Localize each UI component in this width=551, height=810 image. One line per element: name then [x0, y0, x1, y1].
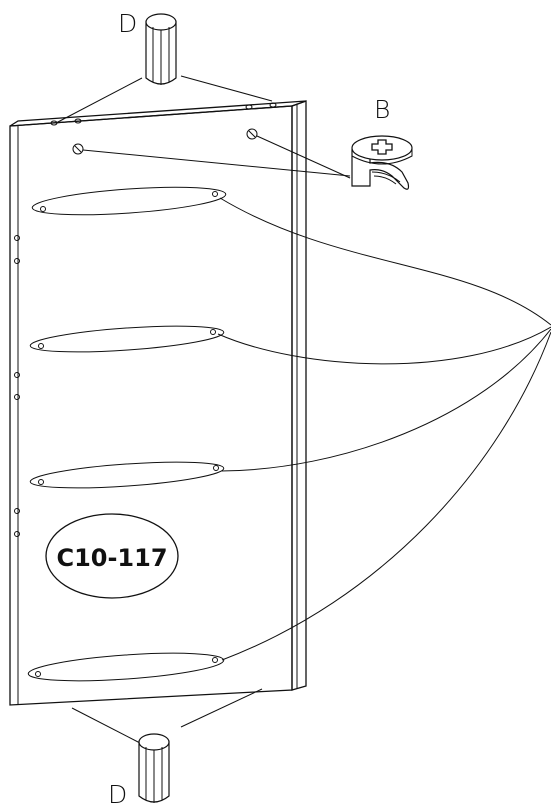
side-panel [9, 100, 307, 706]
hole [74, 118, 82, 124]
cam-lock-holes [72, 128, 258, 155]
cam-hole-left [72, 143, 84, 155]
shelf-hole-row [29, 325, 225, 353]
hole [14, 508, 20, 514]
dowel-bottom-label: D [108, 780, 127, 809]
dowel-top-label: D [118, 9, 137, 38]
shelf-hole-row [31, 186, 227, 216]
hole [14, 394, 20, 400]
hole [14, 372, 20, 378]
hole [14, 235, 20, 241]
top-dowel: D [55, 9, 273, 124]
panel-face [9, 105, 293, 706]
panel-right-edge [291, 100, 307, 691]
cam-hole-mark [248, 130, 256, 138]
bottom-dowel: D [71, 688, 263, 809]
hole [14, 531, 20, 537]
part-code-badge: C10-117 [45, 513, 179, 599]
left-edge-holes [14, 235, 20, 537]
hole [269, 102, 277, 108]
part-code-label: C10-117 [56, 544, 167, 572]
shelf-hole-row [27, 652, 225, 682]
hole [245, 104, 253, 110]
hole [14, 258, 20, 264]
cam-hole-mark [74, 145, 82, 153]
shelf-hole-rows [27, 186, 227, 682]
cam-hole-right [246, 128, 258, 140]
top-edge-holes [50, 102, 277, 126]
shelf-hole-row [29, 461, 225, 489]
cam-lock-label: B [374, 95, 390, 124]
panel-top-edge [9, 100, 307, 127]
cam-lock: B [82, 95, 413, 190]
shelf-leader-lines [217, 197, 551, 661]
